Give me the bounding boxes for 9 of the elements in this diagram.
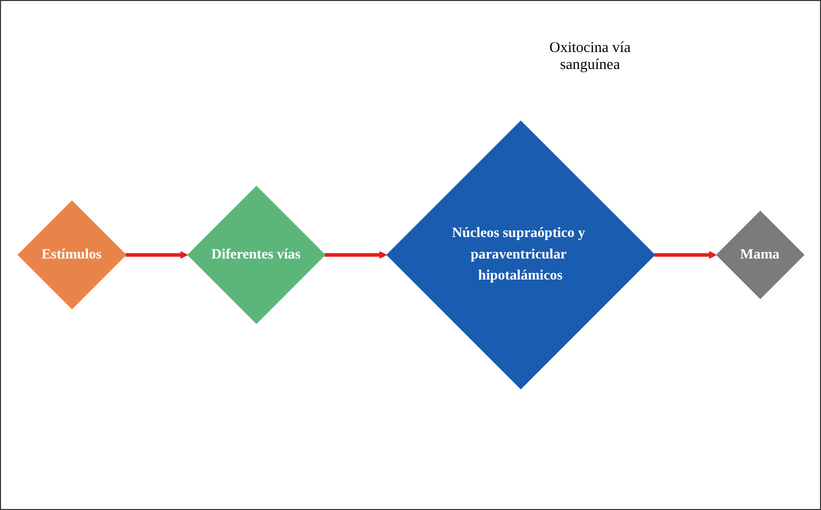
flowchart-drawing: Estímulos Diferentes vías Núcleos supraóptico y paraventricular hipotalámicos Mama (10, 114, 810, 396)
note-text: Oxitocina vía sanguínea (548, 40, 632, 74)
arrow (654, 251, 716, 259)
node-diamond (16, 200, 126, 310)
arrow (324, 251, 386, 259)
node-diamond (186, 186, 326, 324)
node-diamond (386, 120, 655, 390)
node-diamond (716, 210, 804, 300)
arrow (124, 251, 188, 259)
